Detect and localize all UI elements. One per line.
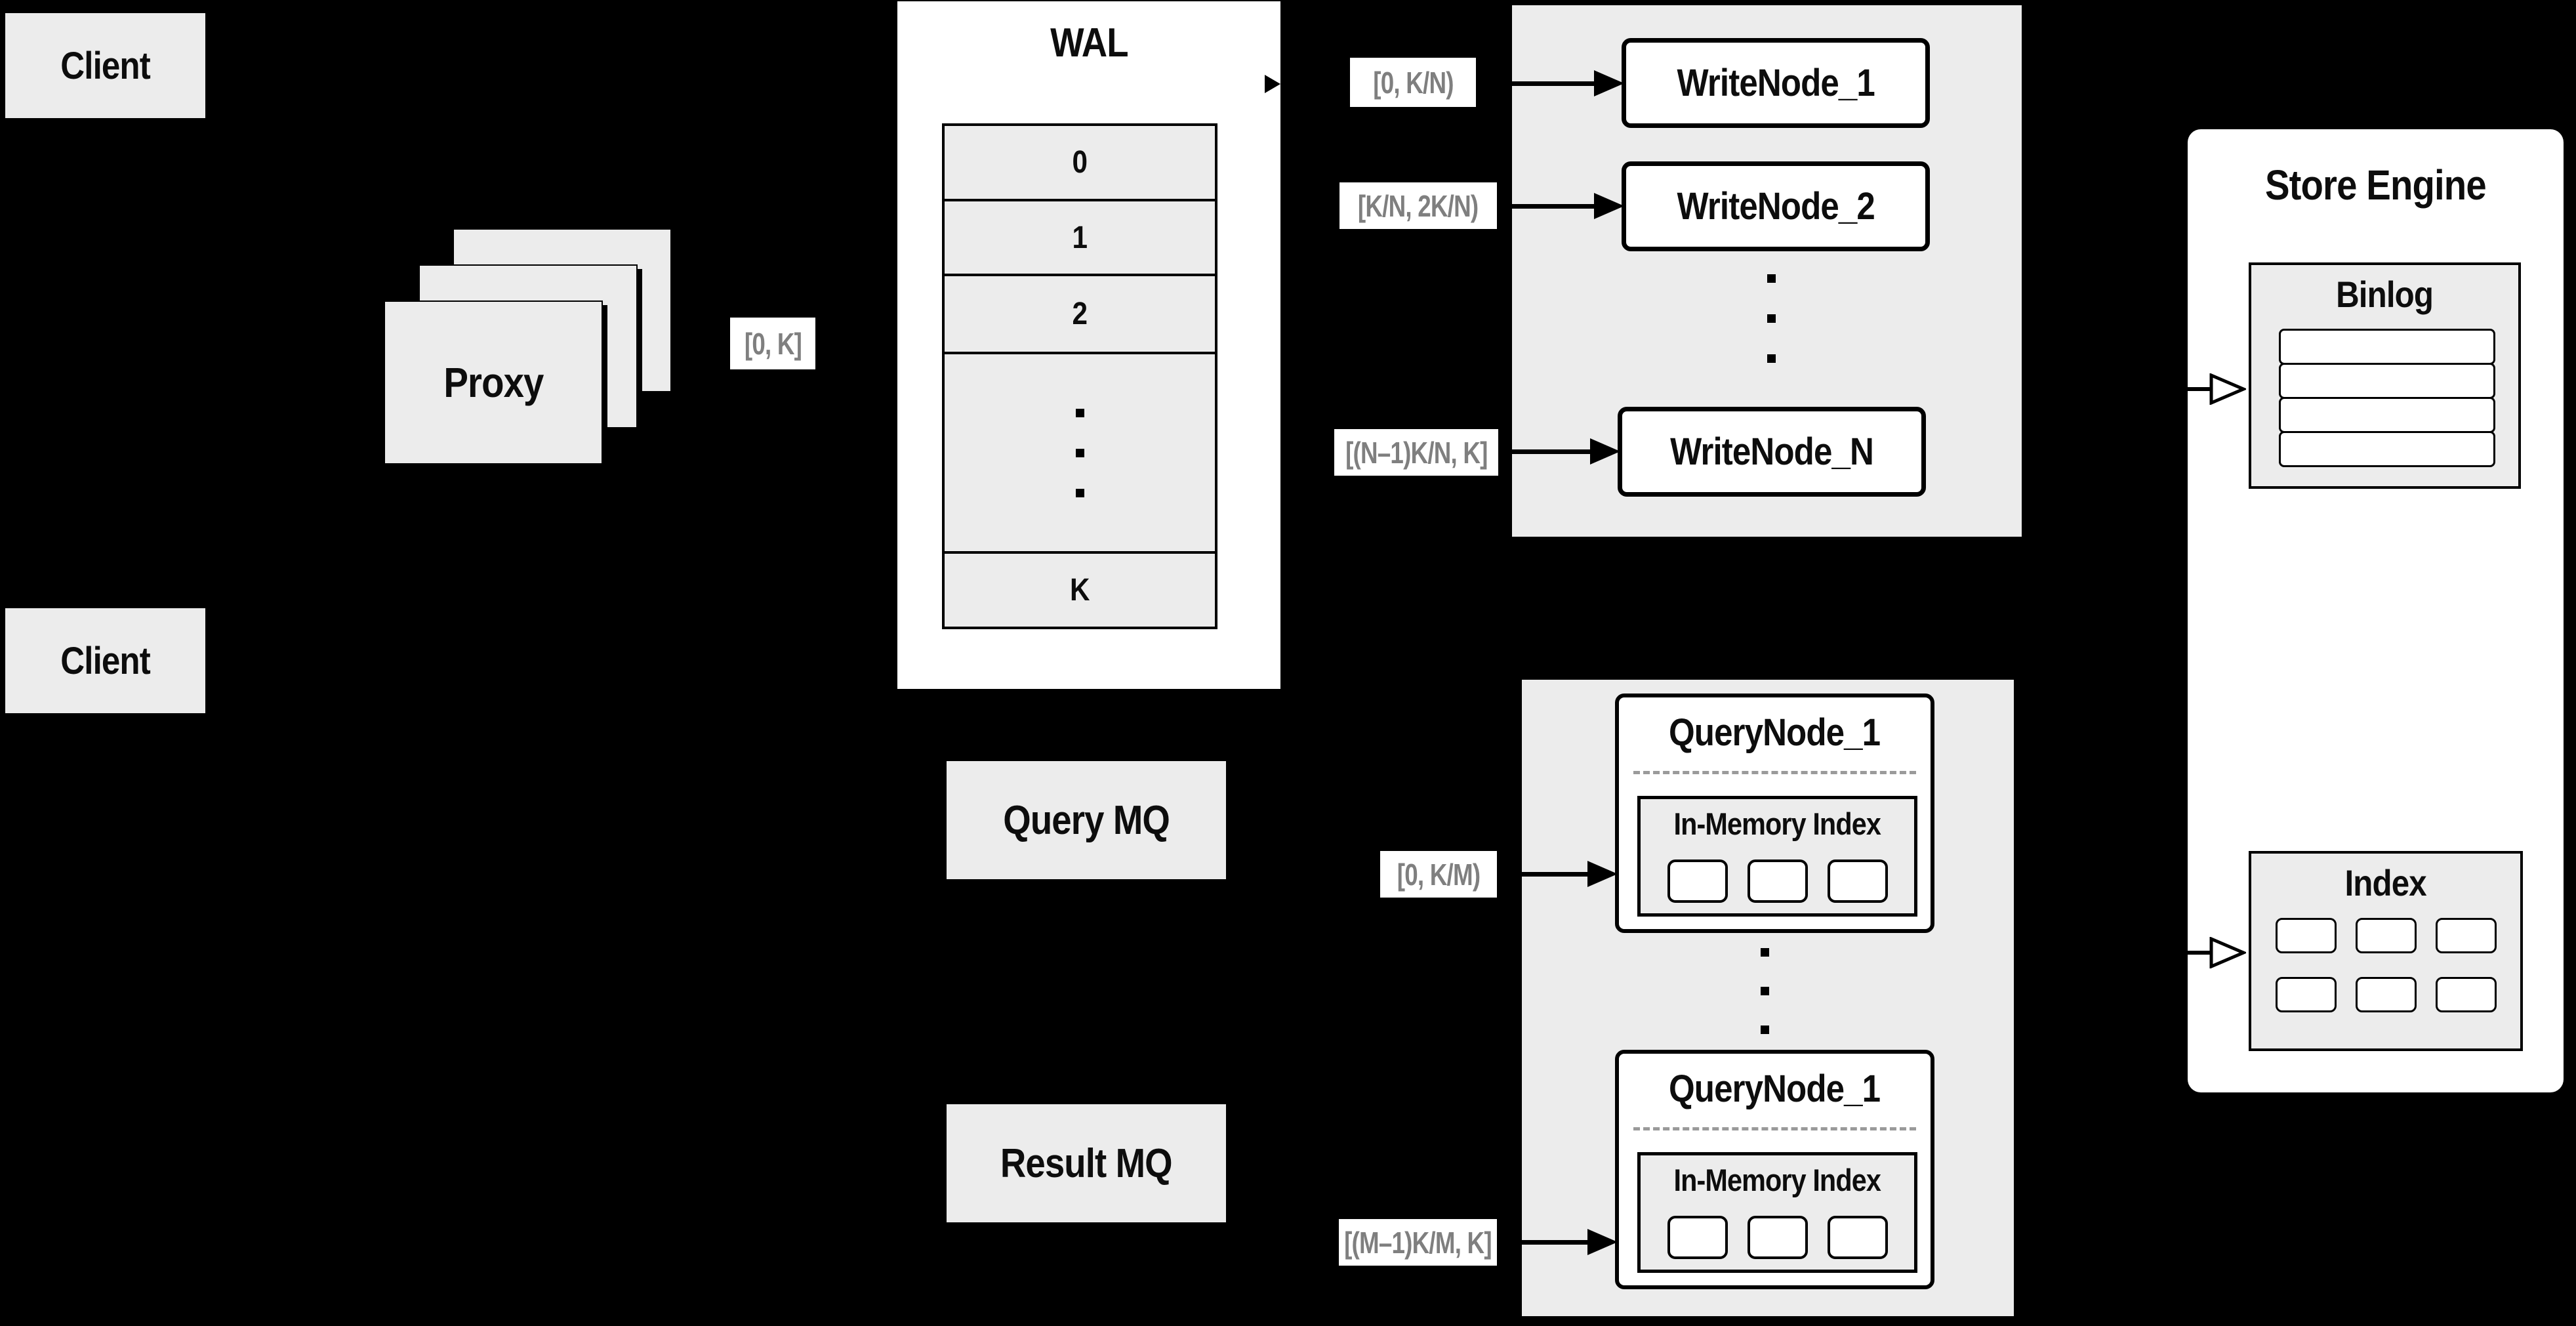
query-node-2: QueryNode_1 In-Memory Index — [1615, 1050, 1934, 1289]
wal-row-k: K — [1070, 573, 1090, 608]
wal-title: WAL — [1050, 20, 1128, 66]
query-node-2-label: QueryNode_1 — [1669, 1067, 1881, 1110]
query-node-group: QueryNode_1 In-Memory Index QueryNode_1 — [1522, 680, 2014, 1316]
wal-row-ellipsis — [945, 354, 1215, 554]
range-label-write-n: [(N–1)K/N, K] — [1334, 429, 1498, 476]
client-box-bottom: Client — [5, 608, 205, 713]
store-engine-panel: Store Engine Binlog Index — [2188, 129, 2564, 1092]
proxy-card-front: Proxy — [384, 300, 603, 465]
client-top-label: Client — [60, 44, 150, 87]
write-node-n: WriteNode_N — [1618, 407, 1926, 497]
wal-table: 0 1 2 K — [942, 123, 1217, 629]
wal-edge-arrowhead-icon — [1265, 75, 1280, 93]
index-cell — [2275, 977, 2337, 1012]
vertical-ellipsis-icon — [1761, 948, 1769, 1034]
wal-row-2: 2 — [945, 276, 1215, 354]
query-node-1: QueryNode_1 In-Memory Index — [1615, 694, 1934, 933]
proxy-stack: Proxy — [384, 228, 676, 465]
proxy-label: Proxy — [443, 359, 544, 406]
range-label-write-2: [K/N, 2K/N) — [1339, 182, 1497, 229]
in-memory-index-label: In-Memory Index — [1673, 1163, 1881, 1197]
result-mq-box: Result MQ — [947, 1104, 1226, 1222]
binlog-rows — [2279, 329, 2495, 467]
memory-cell — [1747, 860, 1808, 903]
arrowhead-open-index-icon — [2209, 937, 2246, 968]
write-node-2: WriteNode_2 — [1622, 161, 1930, 251]
range-label-query-1: [0, K/M) — [1380, 851, 1497, 898]
dashed-divider — [1633, 771, 1916, 774]
dashed-divider — [1633, 1127, 1916, 1130]
arrowhead-query-node-2-icon — [1587, 1229, 1618, 1255]
arrow-to-write-node-2 — [1501, 204, 1595, 209]
memory-cells — [1641, 860, 1914, 903]
memory-cell — [1827, 860, 1888, 903]
binlog-row — [2279, 329, 2495, 365]
memory-cell — [1667, 860, 1728, 903]
arrowhead-write-node-2-icon — [1594, 193, 1624, 219]
binlog-box: Binlog — [2249, 262, 2521, 489]
arrowhead-write-node-1-icon — [1594, 70, 1624, 96]
write-node-1: WriteNode_1 — [1622, 38, 1930, 128]
binlog-row — [2279, 397, 2495, 433]
binlog-row — [2279, 363, 2495, 399]
client-bottom-label: Client — [60, 639, 150, 682]
index-cells-row-1 — [2251, 918, 2520, 953]
index-cell — [2355, 918, 2417, 953]
in-memory-index-box: In-Memory Index — [1637, 796, 1917, 917]
arrow-to-write-node-1 — [1480, 81, 1595, 86]
arrow-to-query-node-2 — [1501, 1240, 1589, 1245]
memory-cell — [1827, 1216, 1888, 1259]
client-box-top: Client — [5, 13, 205, 118]
arrowhead-write-node-n-icon — [1590, 438, 1620, 465]
arrow-to-binlog — [2125, 387, 2212, 391]
in-memory-index-label: In-Memory Index — [1673, 806, 1881, 841]
arrow-to-index — [2125, 951, 2212, 955]
arrow-to-write-node-n — [1501, 449, 1591, 454]
memory-cell — [1667, 1216, 1728, 1259]
store-engine-title: Store Engine — [2265, 161, 2487, 209]
binlog-row — [2279, 431, 2495, 467]
vertical-ellipsis-icon — [1767, 274, 1776, 363]
index-cell — [2355, 977, 2417, 1012]
index-cell — [2435, 977, 2497, 1012]
query-mq-box: Query MQ — [947, 761, 1226, 879]
wal-row-0: 0 — [945, 126, 1215, 201]
arrowhead-query-node-1-icon — [1587, 861, 1618, 887]
range-label-query-2: [(M–1)K/M, K] — [1339, 1219, 1497, 1266]
memory-cells — [1641, 1216, 1914, 1259]
binlog-title: Binlog — [2336, 274, 2434, 315]
memory-cell — [1747, 1216, 1808, 1259]
index-cell — [2435, 918, 2497, 953]
range-label-proxy-out: [0, K] — [730, 318, 815, 369]
vertical-ellipsis-icon — [1075, 408, 1084, 497]
range-label-write-1: [0, K/N) — [1350, 58, 1476, 107]
arrowhead-open-binlog-icon — [2209, 373, 2246, 405]
index-cell — [2275, 918, 2337, 953]
index-box: Index — [2249, 851, 2523, 1051]
query-node-1-label: QueryNode_1 — [1669, 711, 1881, 754]
wal-panel: WAL 0 1 2 K — [897, 1, 1280, 689]
wal-row-1: 1 — [945, 201, 1215, 276]
arrow-to-query-node-1 — [1501, 872, 1589, 877]
index-cells-row-2 — [2251, 977, 2520, 1012]
index-title: Index — [2344, 862, 2427, 903]
in-memory-index-box: In-Memory Index — [1637, 1152, 1917, 1273]
